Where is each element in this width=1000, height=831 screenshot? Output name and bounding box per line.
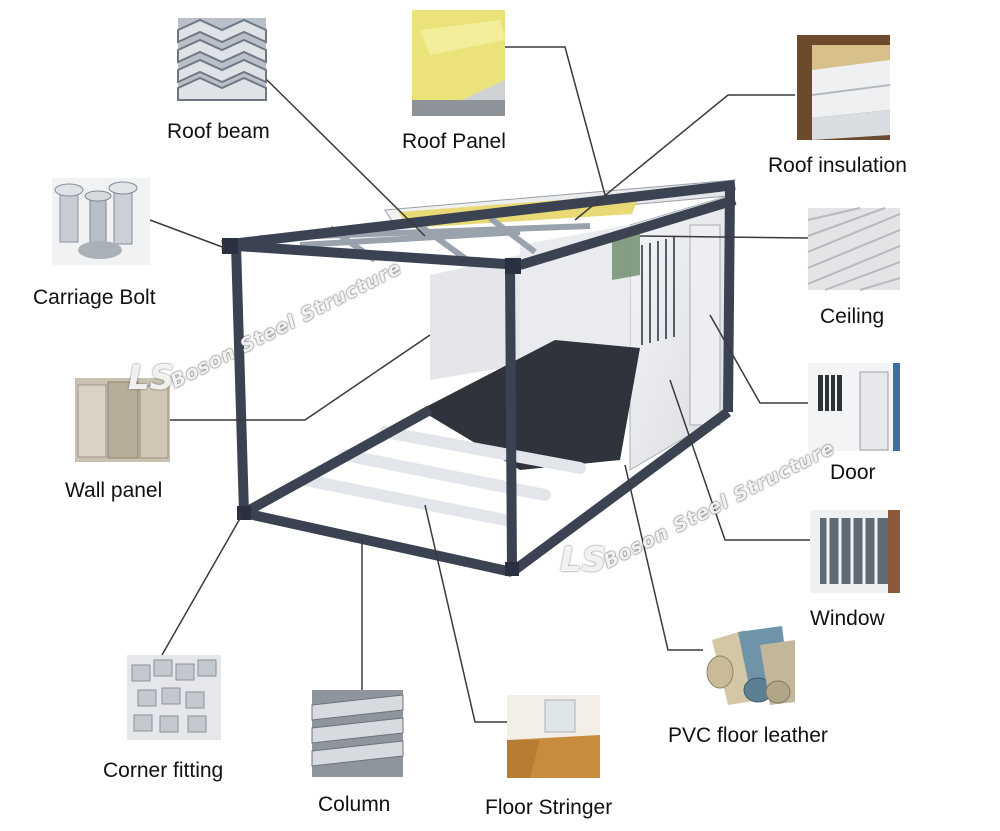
label-door: Door — [830, 461, 876, 484]
label-wall-panel: Wall panel — [65, 479, 163, 502]
roof-beam-image — [177, 18, 267, 101]
label-ceiling: Ceiling — [820, 305, 885, 328]
ceiling-image — [807, 207, 901, 291]
watermark-logo-top: LS — [128, 358, 175, 398]
corner-fitting-image — [127, 655, 221, 740]
leader-wall-panel — [170, 334, 431, 421]
window-bars — [641, 237, 675, 345]
leader-corner-fitting — [161, 514, 243, 656]
label-carriage-bolt: Carriage Bolt — [33, 286, 156, 309]
door-image — [808, 363, 900, 451]
carriage-bolt-image — [52, 178, 150, 265]
label-corner-fitting: Corner fitting — [103, 759, 224, 782]
column-image — [311, 690, 404, 777]
green-window — [612, 232, 640, 280]
label-pvc-floor-leather: PVC floor leather — [668, 724, 828, 747]
leader-floor-stringer — [424, 504, 507, 723]
floor-stringer-image — [507, 695, 600, 778]
leader-door — [709, 314, 810, 404]
window-image — [810, 510, 900, 593]
label-floor-stringer: Floor Stringer — [485, 796, 613, 819]
leader-window — [669, 379, 810, 541]
roof-panel-image — [412, 10, 505, 116]
leader-roof-insulation — [574, 94, 795, 221]
leader-roof-panel — [505, 46, 606, 196]
roof-insulation-image — [797, 35, 891, 140]
steel-frame — [221, 180, 737, 577]
left-inner-wall — [430, 255, 520, 380]
wall-panel-image — [75, 378, 170, 462]
leader-pvc — [624, 464, 703, 651]
leader-carriage-bolt — [149, 219, 226, 249]
floor-surface — [420, 340, 640, 470]
leader-lines — [149, 46, 810, 723]
label-column: Column — [318, 793, 391, 816]
pvc-floor-leather-image — [703, 625, 795, 705]
label-roof-panel: Roof Panel — [402, 130, 506, 153]
container-illustration — [221, 179, 737, 577]
leader-roof-beam — [264, 77, 426, 237]
label-roof-insulation: Roof insulation — [768, 154, 907, 177]
watermark-logo-bottom: LS — [560, 540, 607, 580]
corner-fittings — [222, 238, 521, 576]
label-roof-beam: Roof beam — [167, 120, 270, 143]
label-window: Window — [810, 607, 885, 630]
leader-ceiling — [639, 235, 809, 239]
